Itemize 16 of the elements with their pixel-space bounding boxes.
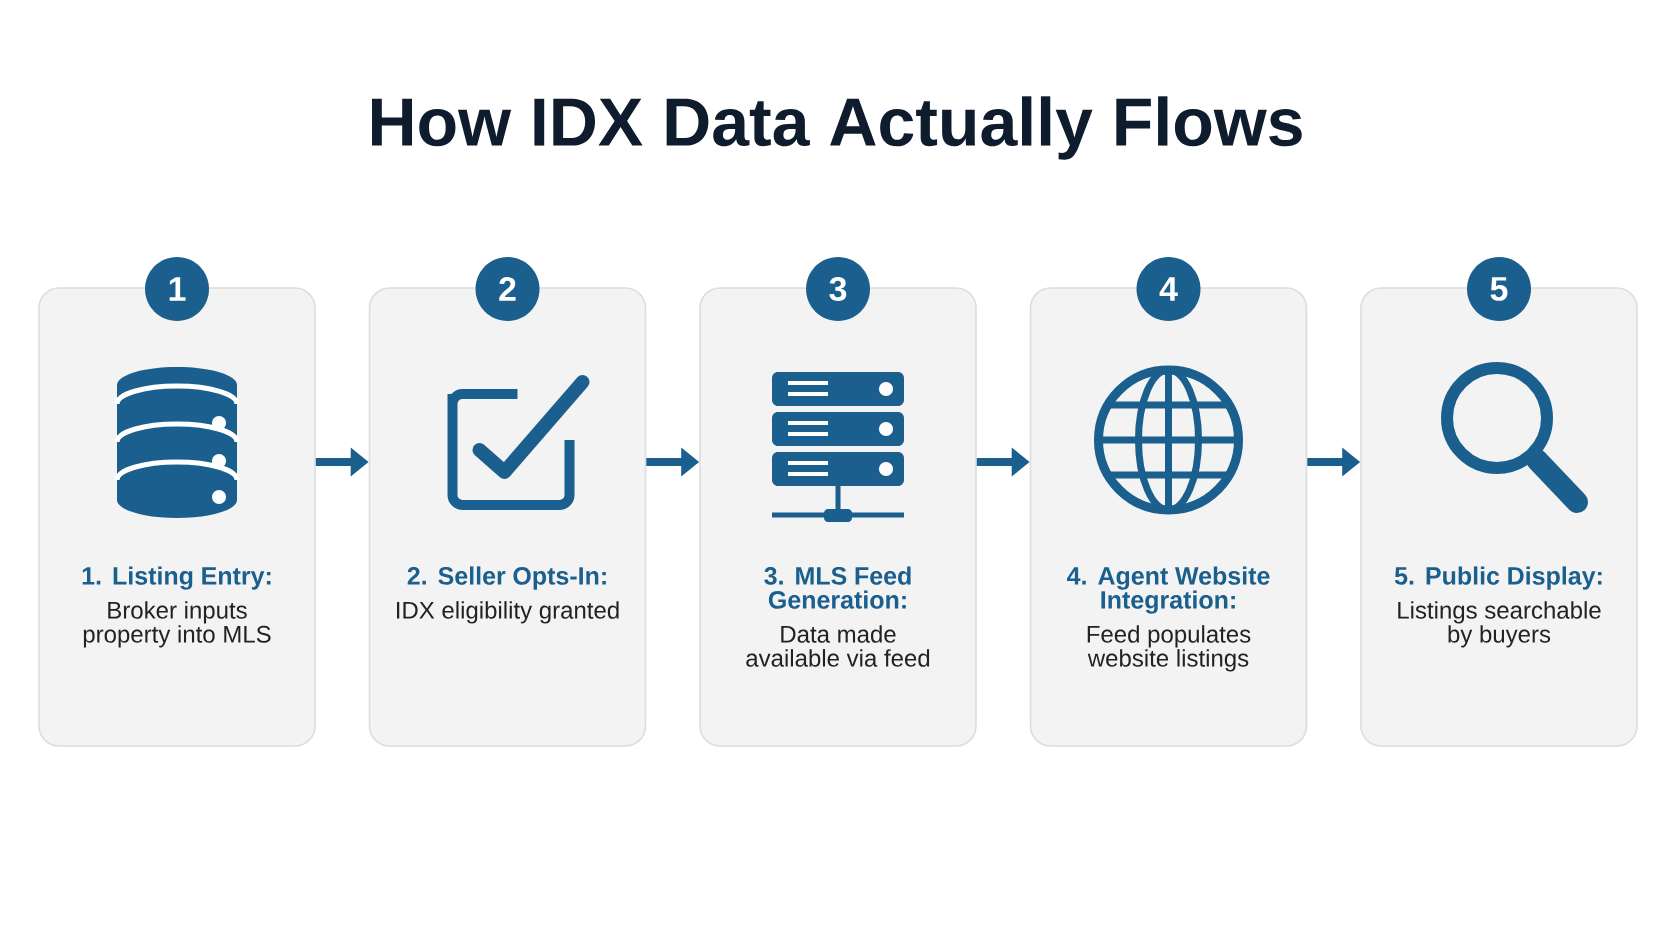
step-number: 5 <box>1467 257 1531 321</box>
step-number: 2 <box>475 257 540 321</box>
step-heading: 1. Listing Entry: <box>82 566 271 590</box>
step-heading: 3. MLS Feed Generation: <box>764 566 911 609</box>
step-number: 4 <box>1136 257 1201 321</box>
step-number: 3 <box>806 257 870 321</box>
title: How IDX Data Actually Flows <box>372 96 1302 160</box>
step-number: 1 <box>145 257 209 321</box>
step-heading: 5. Public Display: <box>1394 566 1602 590</box>
step-heading: 2. Seller Opts-In: <box>407 566 606 590</box>
step-description: Feed populates website listings <box>1087 625 1251 672</box>
step-description: IDX eligibility granted <box>397 601 619 624</box>
step-description: Broker inputs property into MLS <box>83 601 271 648</box>
step-description: Listings searchable by buyers <box>1398 601 1601 648</box>
step-description: Data made available via feed <box>746 625 930 667</box>
step-heading: 4. Agent Website Integration: <box>1067 566 1270 614</box>
